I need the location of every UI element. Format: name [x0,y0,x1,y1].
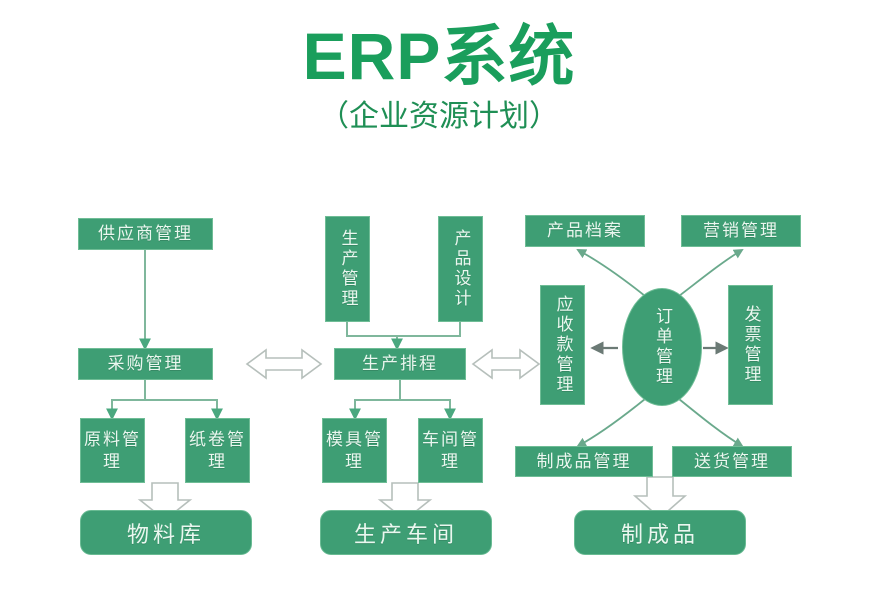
block-arrow-schedule-receivables [471,348,541,380]
node-invoice-management[interactable]: 发票管理 [728,285,773,405]
title-block: ERP系统 （企业资源计划） [0,18,878,134]
node-finished-goods[interactable]: 制成品 [574,510,746,555]
node-purchasing-management[interactable]: 采购管理 [78,348,213,380]
node-marketing-management[interactable]: 营销管理 [681,215,801,247]
node-production-workshop[interactable]: 生产车间 [320,510,492,555]
wire-schedule-to-subs [349,380,456,421]
node-product-archive[interactable]: 产品档案 [525,215,645,247]
node-delivery-management[interactable]: 送货管理 [672,446,792,477]
wire-order-to-finished-goods-mgmt [576,398,646,447]
node-production-schedule[interactable]: 生产排程 [334,348,466,380]
node-product-design[interactable]: 产品设计 [438,216,483,322]
page-subtitle: （企业资源计划） [319,100,559,133]
wire-purchasing-to-materials [106,380,223,421]
block-arrow-purchasing-schedule [245,348,323,380]
node-raw-material-management[interactable]: 原料管理 [80,418,145,483]
node-paper-roll-management[interactable]: 纸卷管理 [185,418,250,483]
node-workshop-management[interactable]: 车间管理 [418,418,483,483]
node-receivables-management[interactable]: 应收款管理 [540,285,585,405]
node-mold-management[interactable]: 模具管理 [322,418,387,483]
node-finished-goods-management[interactable]: 制成品管理 [515,446,653,477]
page-title: ERP系统 [302,19,576,93]
node-material-warehouse[interactable]: 物料库 [80,510,252,555]
node-production-management[interactable]: 生产管理 [325,216,370,322]
wire-production-to-schedule [346,322,461,351]
node-order-management[interactable]: 订单管理 [622,288,702,406]
wire-order-to-delivery-mgmt [678,398,744,448]
node-supplier-management[interactable]: 供应商管理 [78,218,213,250]
wire-order-to-product-archive [576,249,646,297]
